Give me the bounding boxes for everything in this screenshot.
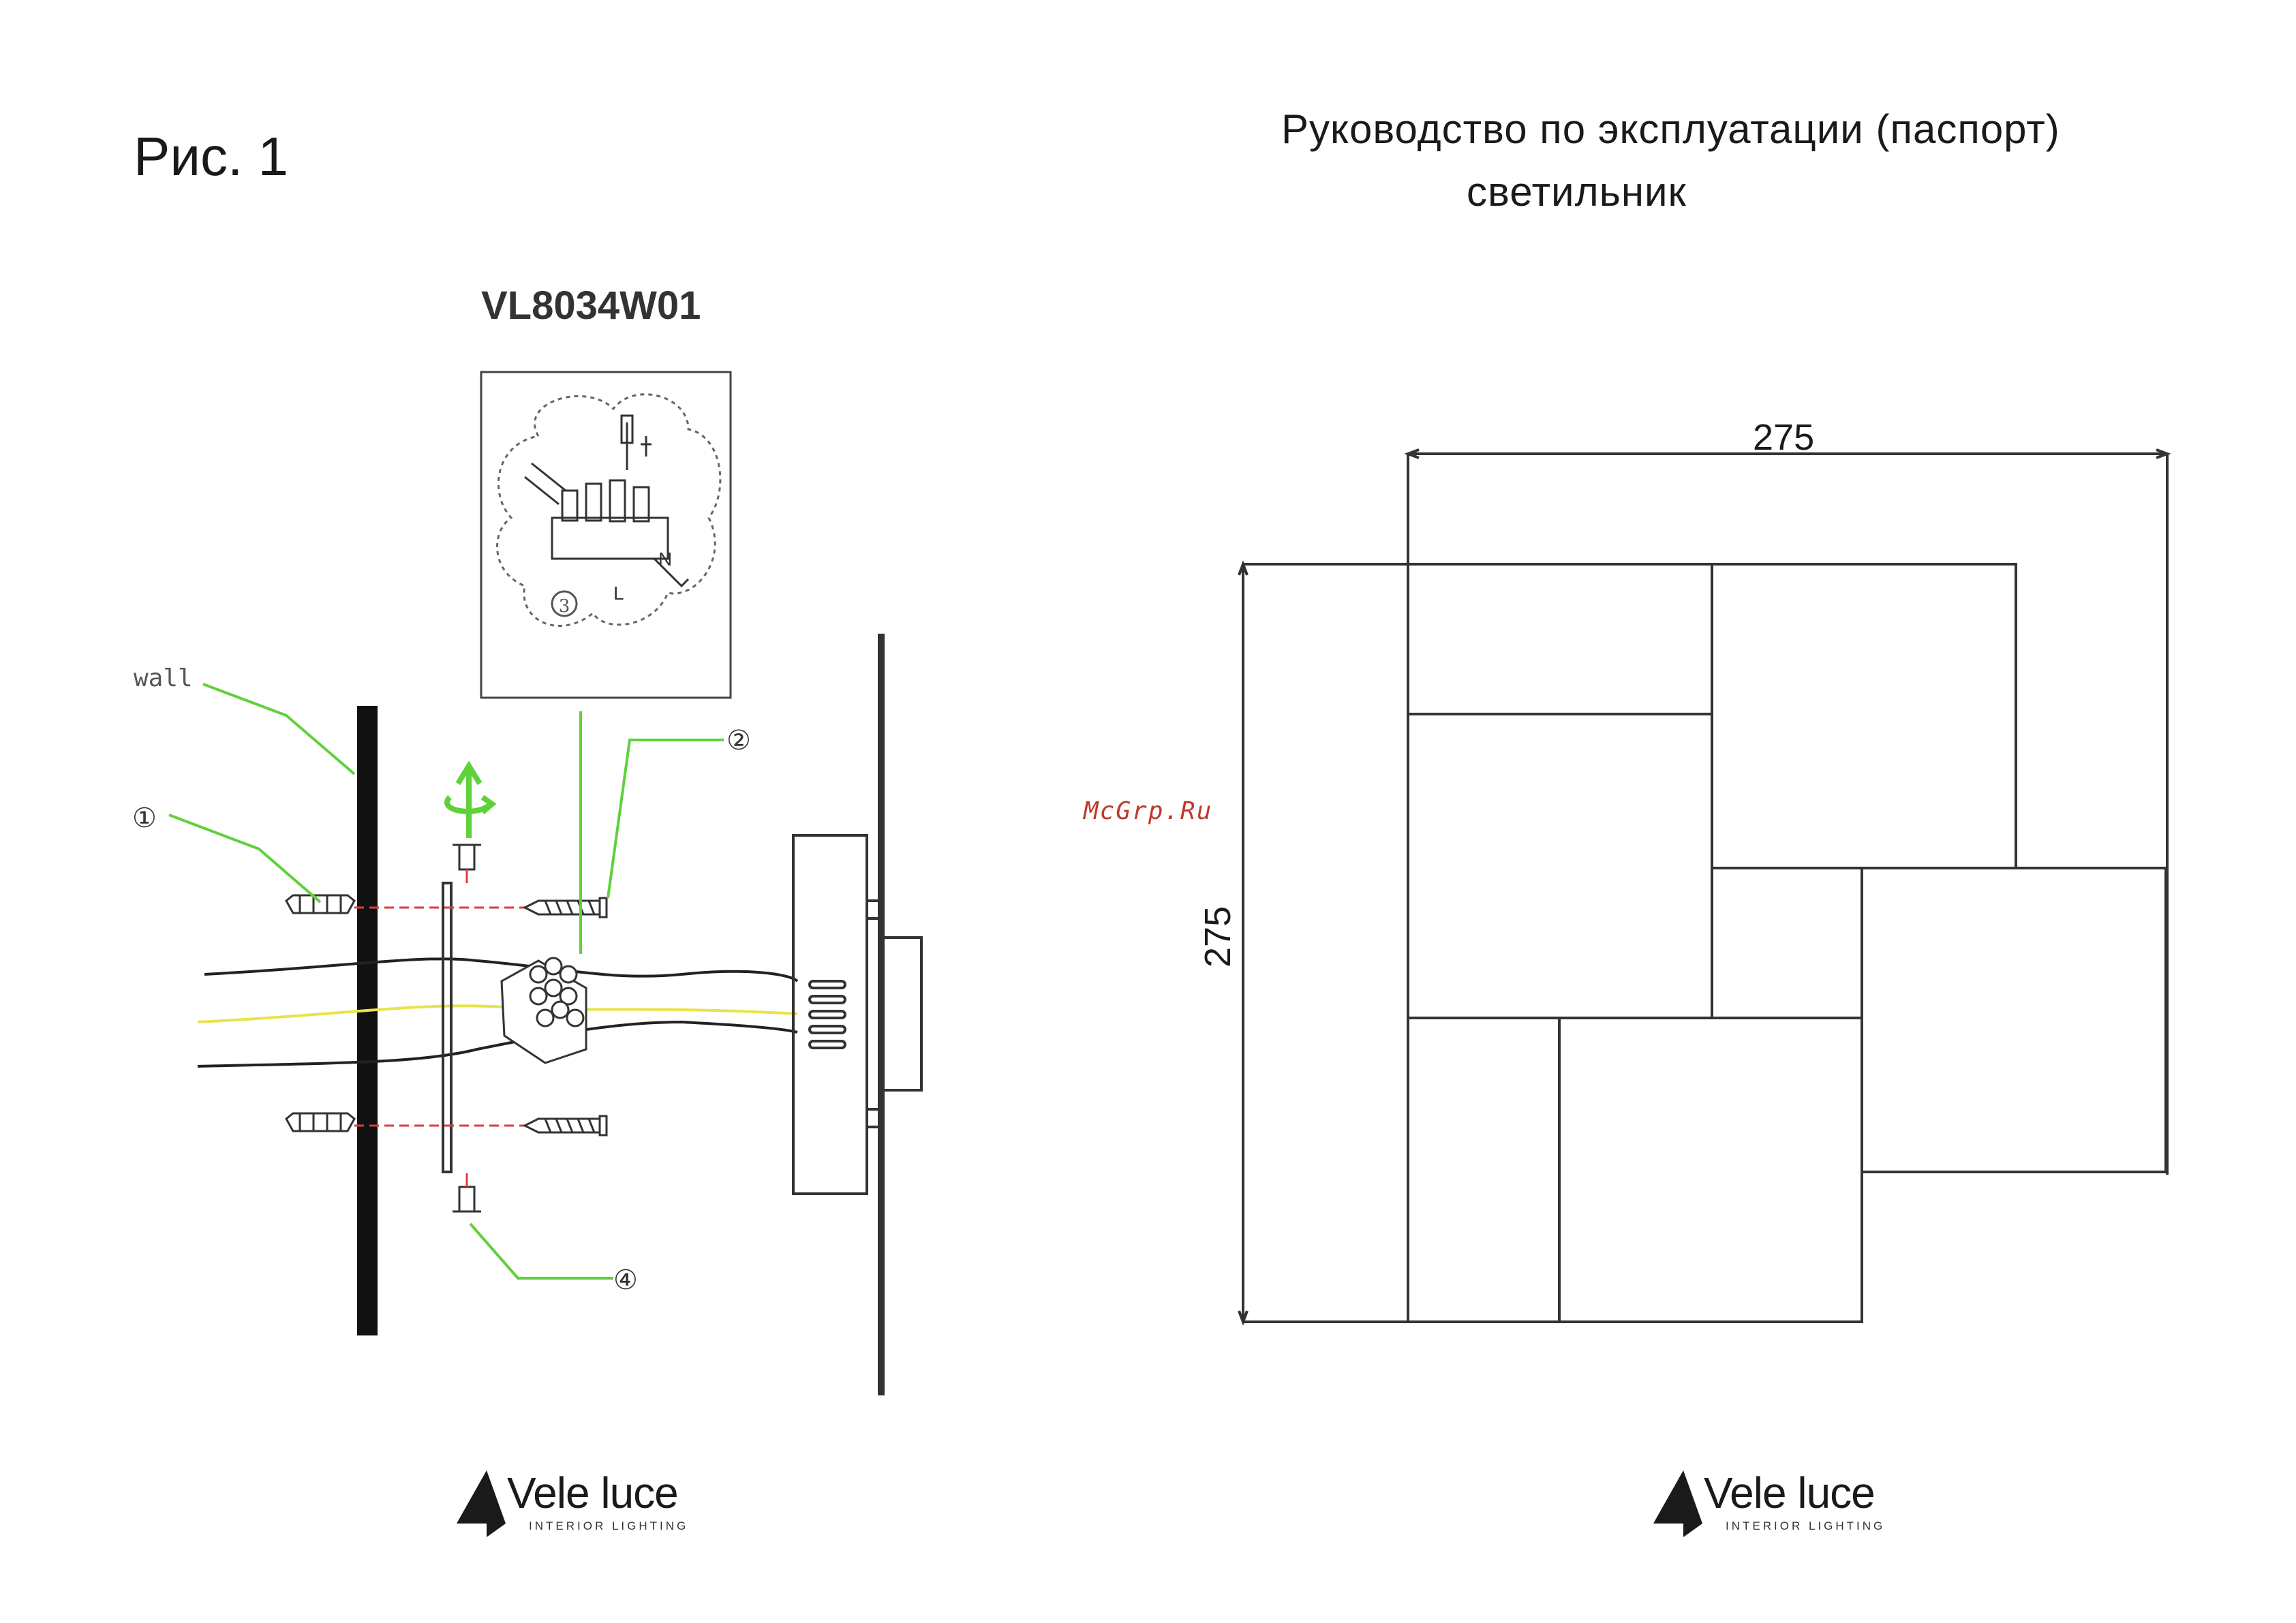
logo-tagline: INTERIOR LIGHTING xyxy=(529,1519,688,1533)
logo-brand-text: Vele luce xyxy=(1704,1468,1875,1518)
dimension-height: 275 xyxy=(1199,906,1236,968)
brand-logo-left: Vele luce INTERIOR LIGHTING xyxy=(453,1466,698,1541)
brand-logo-right: Vele luce INTERIOR LIGHTING xyxy=(1649,1466,1895,1541)
sail-logo-icon xyxy=(453,1466,507,1541)
dimension-width: 275 xyxy=(1753,419,1814,456)
logo-tagline: INTERIOR LIGHTING xyxy=(1726,1519,1885,1533)
logo-brand-text: Vele luce xyxy=(507,1468,678,1518)
sail-logo-icon xyxy=(1649,1466,1704,1541)
